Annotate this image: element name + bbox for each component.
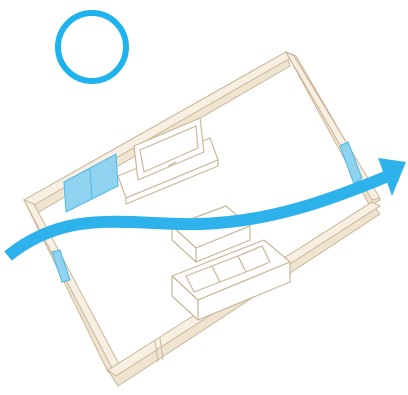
sofa	[171, 239, 291, 321]
window-left-wall	[51, 249, 71, 283]
airflow-arrow-icon	[4, 158, 406, 261]
tv-cabinet	[117, 117, 219, 205]
sun-icon	[55, 10, 129, 84]
window-right-wall	[339, 141, 363, 185]
window-back-wall	[63, 153, 119, 213]
